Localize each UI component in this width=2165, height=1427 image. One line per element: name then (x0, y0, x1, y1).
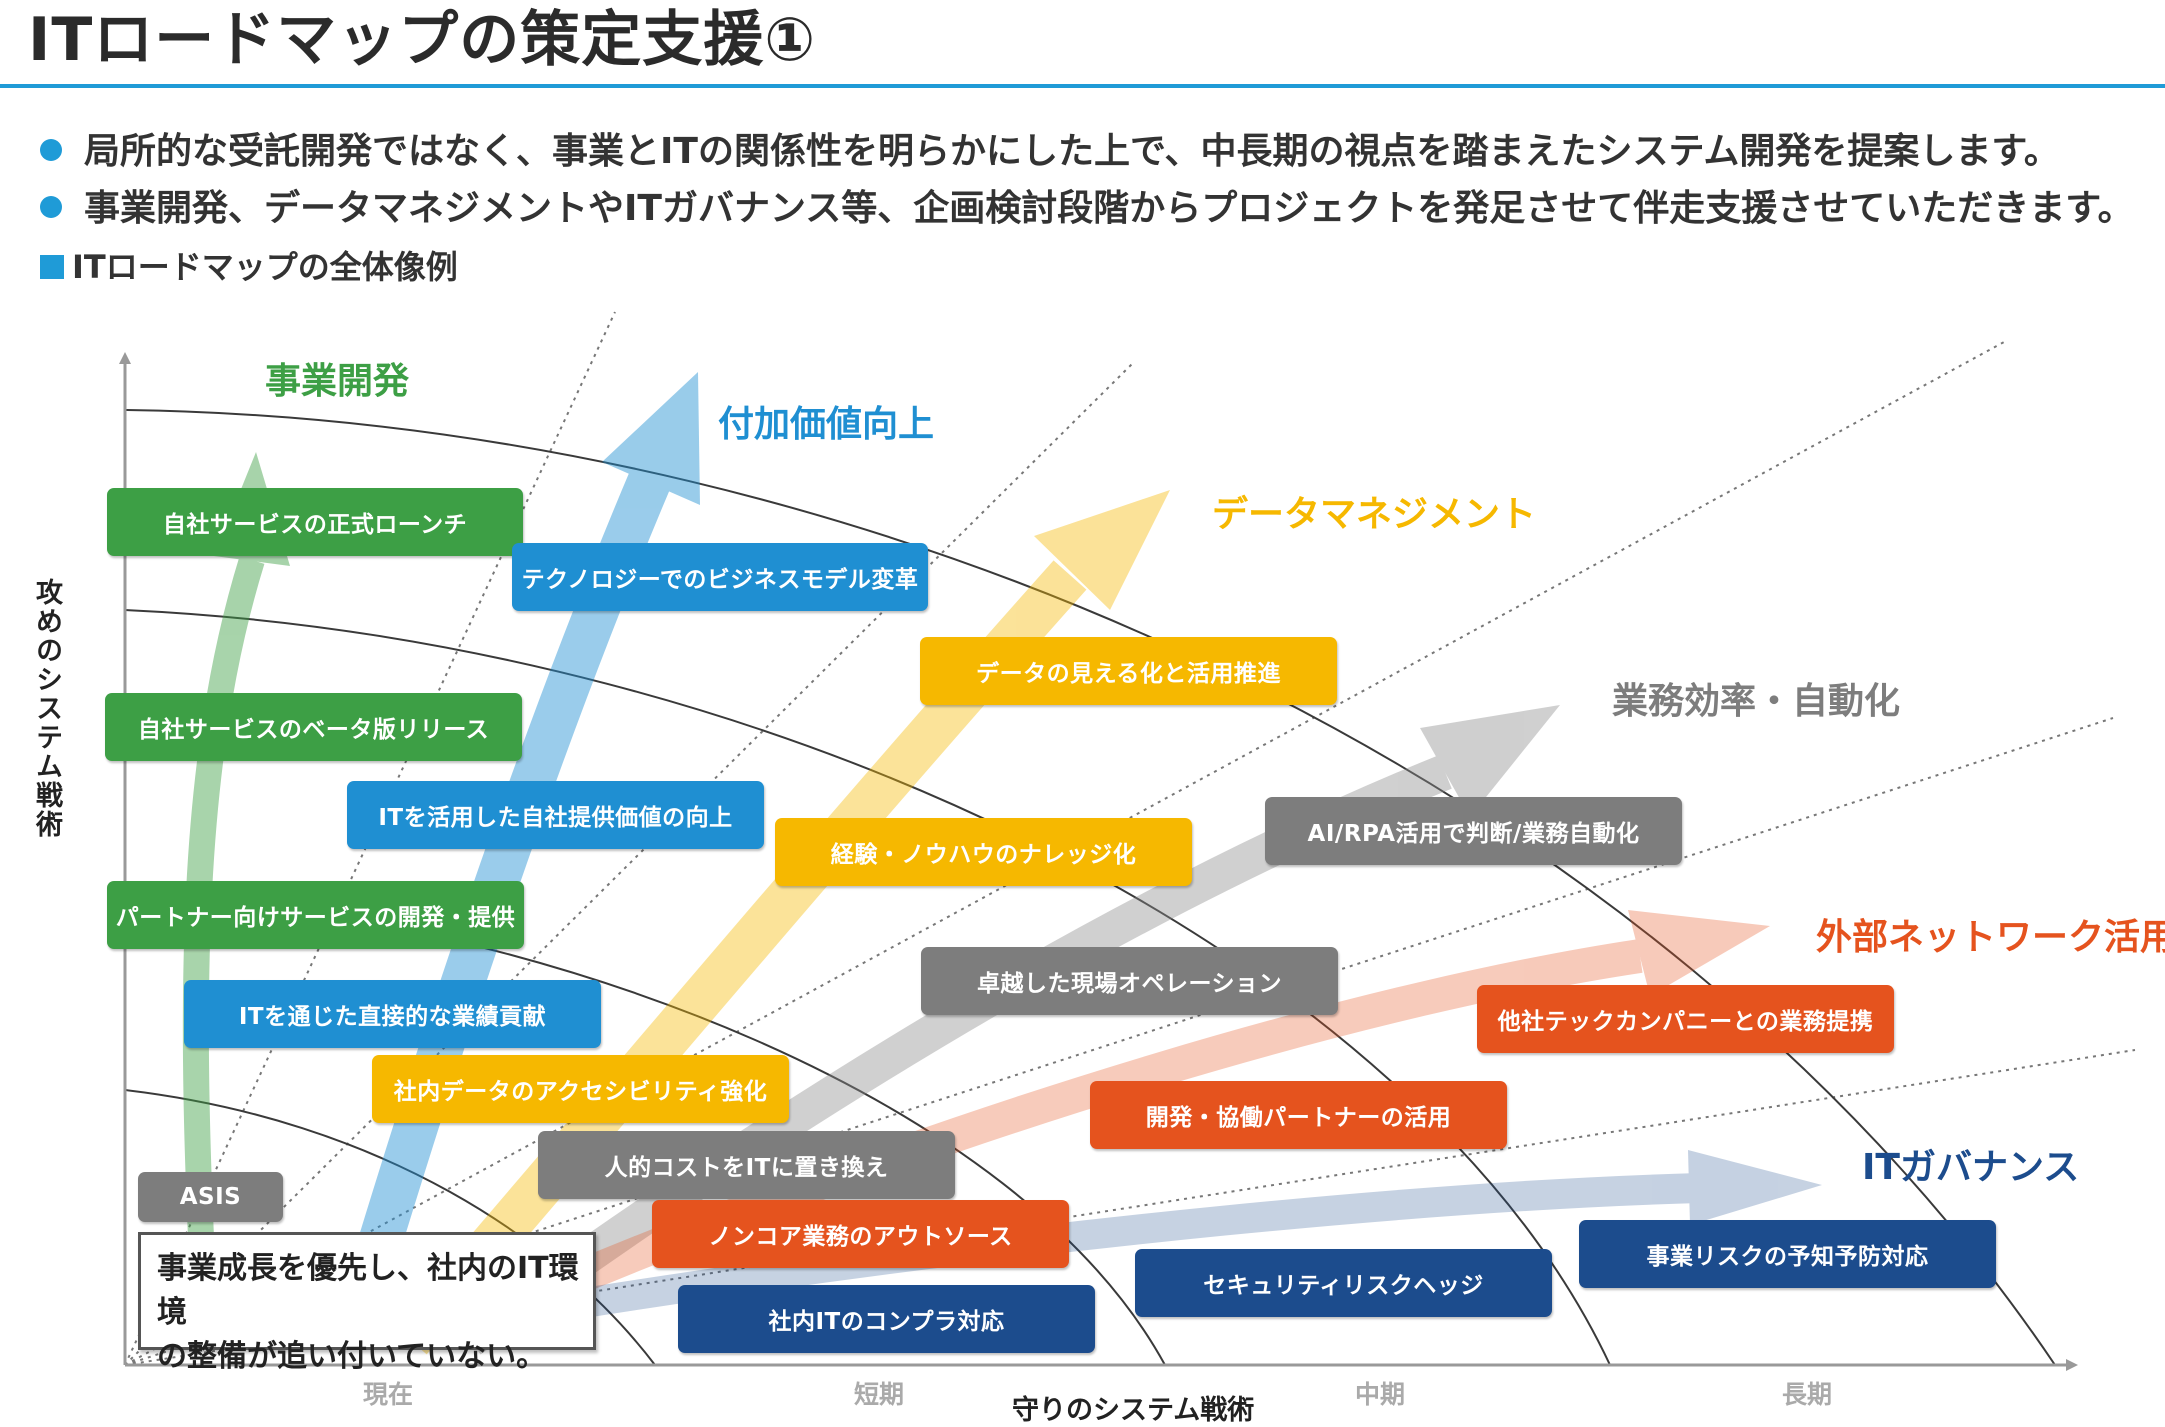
category-efficiency: 業務効率・自動化 (1612, 681, 1901, 722)
arrow-yellow-head (1034, 490, 1170, 610)
x-axis-label: 守りのシステム戦術 (1012, 1395, 1255, 1426)
asis-badge: ASIS (138, 1172, 283, 1222)
bullet-dot-icon (40, 139, 62, 161)
item-ai-rpa: AI/RPA活用で判断/業務自動化 (1265, 797, 1682, 865)
item-partner-service: パートナー向けサービスの開発・提供 (107, 881, 524, 949)
item-business-model: テクノロジーでのビジネスモデル変革 (512, 543, 928, 611)
item-security-hedge: セキュリティリスクヘッジ (1135, 1249, 1552, 1317)
arrow-navy-shaft (587, 1173, 1701, 1317)
item-human-cost: 人的コストをITに置き換え (538, 1131, 955, 1199)
arrow-orange-head (1628, 910, 1770, 996)
category-external: 外部ネットワーク活用 (1816, 917, 2165, 958)
arrow-gray-head (1420, 705, 1560, 817)
page-title: ITロードマップの策定支援① (28, 5, 817, 75)
x-tick-short: 短期 (854, 1380, 905, 1409)
title-underline (0, 84, 2165, 88)
item-data-visualization: データの見える化と活用推進 (920, 637, 1337, 705)
bullet-dot-icon (40, 196, 62, 218)
subheading-text: ITロードマップの全体像例 (72, 248, 458, 286)
x-tick-mid: 中期 (1355, 1380, 1406, 1409)
category-business-dev: 事業開発 (265, 361, 410, 402)
y-axis-label: 攻めのシステム戦術 (31, 578, 62, 839)
category-governance: ITガバナンス (1862, 1147, 2080, 1188)
item-knowledge: 経験・ノウハウのナレッジ化 (775, 818, 1192, 886)
item-dev-partner: 開発・協働パートナーの活用 (1090, 1081, 1507, 1149)
item-direct-contribution: ITを通じた直接的な業績貢献 (184, 980, 601, 1048)
x-tick-long: 長期 (1782, 1380, 1833, 1409)
asis-note: 事業成長を優先し、社内のIT環境 の整備が追い付いていない。 (138, 1232, 596, 1374)
arrow-blue-head (602, 372, 700, 505)
bullet-2-text: 事業開発、データマネジメントやITガバナンス等、企画検討段階からプロジェクトを発… (84, 188, 2134, 229)
item-value-improve: ITを活用した自社提供価値の向上 (347, 781, 764, 849)
radial-guide-line (124, 1049, 2136, 1366)
bullet-2: 事業開発、データマネジメントやITガバナンス等、企画検討段階からプロジェクトを発… (40, 185, 2134, 233)
category-data-mgmt: データマネジメント (1212, 494, 1537, 535)
item-beta-release: 自社サービスのベータ版リリース (105, 693, 522, 761)
x-tick-now: 現在 (363, 1380, 414, 1409)
square-bullet-icon (40, 255, 64, 279)
item-tech-partnership: 他社テックカンパニーとの業務提携 (1477, 985, 1894, 1053)
arrow-navy (587, 1150, 1822, 1317)
arrow-navy-head (1688, 1150, 1822, 1225)
bullet-1: 局所的な受託開発ではなく、事業とITの関係性を明らかにした上で、中長期の視点を踏… (40, 128, 2060, 176)
item-official-launch: 自社サービスの正式ローンチ (107, 488, 523, 556)
subheading: ITロードマップの全体像例 (40, 245, 458, 289)
time-arc (124, 1089, 656, 1366)
item-outsource: ノンコア業務のアウトソース (652, 1200, 1069, 1268)
item-compliance: 社内ITのコンプラ対応 (678, 1285, 1095, 1353)
item-operations: 卓越した現場オペレーション (921, 947, 1338, 1015)
item-data-accessibility: 社内データのアクセシビリティ強化 (372, 1055, 789, 1123)
category-value-add: 付加価値向上 (718, 404, 935, 445)
asis-note-line-1: 事業成長を優先し、社内のIT環境 (157, 1251, 579, 1330)
asis-note-line-2: の整備が追い付いていない。 (157, 1339, 547, 1374)
item-risk-prevention: 事業リスクの予知予防対応 (1579, 1220, 1996, 1288)
bullet-1-text: 局所的な受託開発ではなく、事業とITの関係性を明らかにした上で、中長期の視点を踏… (84, 131, 2060, 172)
